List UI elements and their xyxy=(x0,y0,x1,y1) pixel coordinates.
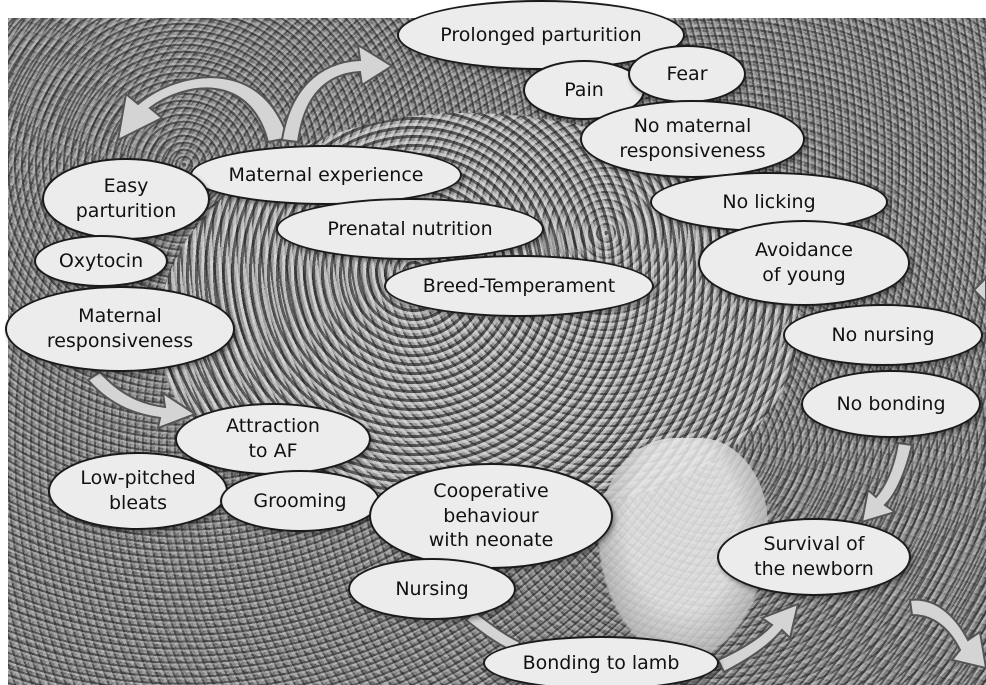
arrow-right-edge-top xyxy=(974,278,986,302)
node-survival-of-newborn: Survival of the newborn xyxy=(717,518,911,596)
arrow-to-prolonged-parturition xyxy=(282,45,392,142)
arrow-to-attraction xyxy=(88,372,195,428)
node-maternal-experience: Maternal experience xyxy=(190,145,462,205)
arrow-right-edge-bottom xyxy=(910,600,986,668)
node-no-maternal-responsiveness: No maternal responsiveness xyxy=(580,100,805,178)
node-grooming: Grooming xyxy=(220,470,380,532)
node-nursing: Nursing xyxy=(348,558,516,620)
node-avoidance-of-young: Avoidance of young xyxy=(698,220,910,306)
node-oxytocin: Oxytocin xyxy=(34,235,168,287)
arrow-to-survival xyxy=(862,443,912,522)
node-cooperative-behaviour: Cooperative behaviour with neonate xyxy=(369,463,613,569)
node-prenatal-nutrition: Prenatal nutrition xyxy=(276,198,544,260)
arrow-to-easy-parturition xyxy=(118,77,288,142)
node-maternal-responsiveness: Maternal responsiveness xyxy=(5,286,235,372)
node-low-pitched-bleats: Low-pitched bleats xyxy=(48,452,228,530)
node-no-nursing: No nursing xyxy=(783,304,983,366)
node-fear: Fear xyxy=(628,45,746,103)
node-no-bonding: No bonding xyxy=(801,370,981,438)
node-easy-parturition: Easy parturition xyxy=(42,158,210,240)
arrow-bonding-to-survival xyxy=(718,604,798,672)
node-bonding-to-lamb: Bonding to lamb xyxy=(483,636,719,685)
node-breed-temperament: Breed-Temperament xyxy=(384,255,654,317)
